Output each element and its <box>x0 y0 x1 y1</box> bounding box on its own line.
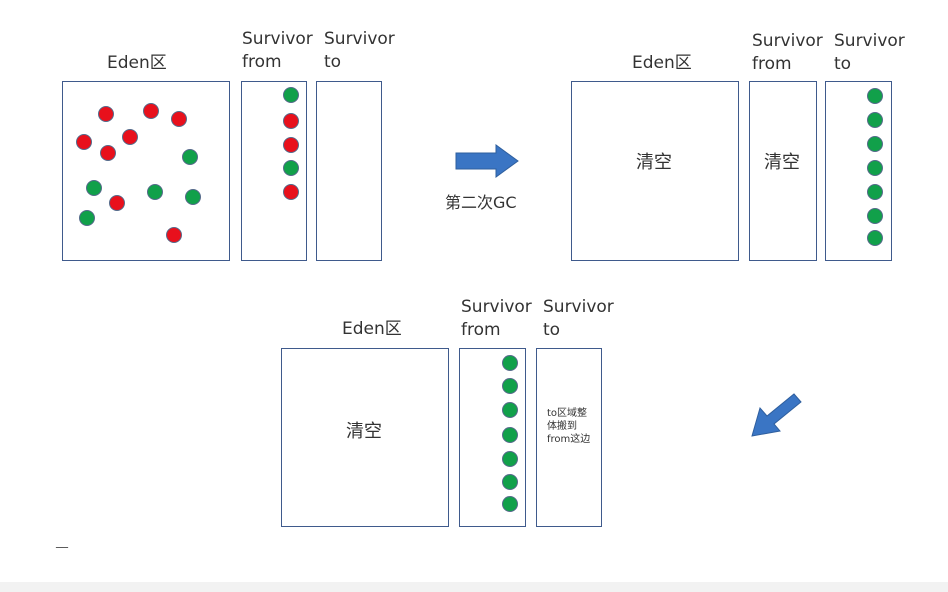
survivor-to-box <box>825 81 892 261</box>
corner-mark: __ <box>56 534 68 548</box>
object-dead <box>143 103 159 119</box>
object-live <box>867 160 883 176</box>
survivor-from-label-line2: from <box>242 52 282 72</box>
arrow-down-left-icon <box>751 393 802 437</box>
arrow-right-icon <box>455 144 519 178</box>
survivor-from-box: 清空 <box>749 81 817 261</box>
object-live <box>502 451 518 467</box>
object-live <box>502 496 518 512</box>
survivor-from-box <box>241 81 307 261</box>
bottom-bar <box>0 582 948 592</box>
eden-label: Eden区 <box>107 53 167 73</box>
object-live <box>867 88 883 104</box>
move-note-line2: 体搬到 <box>547 421 577 432</box>
object-live <box>502 474 518 490</box>
survivor-to-label-line2: to <box>324 52 342 72</box>
object-dead <box>171 111 187 127</box>
object-live <box>86 180 102 196</box>
cleared-text: 清空 <box>346 421 382 442</box>
survivor-from-label-line1: Survivor <box>242 29 313 49</box>
object-dead <box>122 129 138 145</box>
object-live <box>867 230 883 246</box>
object-dead <box>76 134 92 150</box>
object-dead <box>283 113 299 129</box>
survivor-to-label-line2: to <box>834 54 852 74</box>
object-live <box>147 184 163 200</box>
survivor-to-label-line1: Survivor <box>543 297 614 317</box>
object-dead <box>98 106 114 122</box>
object-live <box>182 149 198 165</box>
eden-box <box>62 81 230 261</box>
object-dead <box>166 227 182 243</box>
object-live <box>502 402 518 418</box>
survivor-to-label-line1: Survivor <box>834 31 905 51</box>
eden-label: Eden区 <box>632 53 692 73</box>
object-live <box>502 355 518 371</box>
object-live <box>867 208 883 224</box>
object-live <box>79 210 95 226</box>
object-dead <box>109 195 125 211</box>
move-note-line1: to区域整 <box>547 408 588 419</box>
eden-box: 清空 <box>281 348 449 527</box>
survivor-to-label-line1: Survivor <box>324 29 395 49</box>
object-live <box>283 160 299 176</box>
object-live <box>502 378 518 394</box>
survivor-from-label-line2: from <box>752 54 792 74</box>
object-dead <box>283 184 299 200</box>
survivor-from-label-line1: Survivor <box>461 297 532 317</box>
survivor-from-label-line2: from <box>461 320 501 340</box>
cleared-text: 清空 <box>636 152 672 173</box>
object-live <box>185 189 201 205</box>
object-live <box>867 184 883 200</box>
move-note: to区域整 体搬到 from这边 <box>547 407 603 446</box>
gc-caption: 第二次GC <box>445 193 517 212</box>
move-note-line3: from这边 <box>547 434 591 445</box>
eden-label: Eden区 <box>342 319 402 339</box>
object-live <box>502 427 518 443</box>
object-live <box>283 87 299 103</box>
object-live <box>867 112 883 128</box>
survivor-to-label-line2: to <box>543 320 561 340</box>
object-dead <box>283 137 299 153</box>
survivor-from-box <box>459 348 526 527</box>
survivor-to-box <box>316 81 382 261</box>
object-dead <box>100 145 116 161</box>
eden-box: 清空 <box>571 81 739 261</box>
survivor-from-label-line1: Survivor <box>752 31 823 51</box>
survivor-to-box: to区域整 体搬到 from这边 <box>536 348 602 527</box>
object-live <box>867 136 883 152</box>
cleared-text: 清空 <box>764 152 800 173</box>
